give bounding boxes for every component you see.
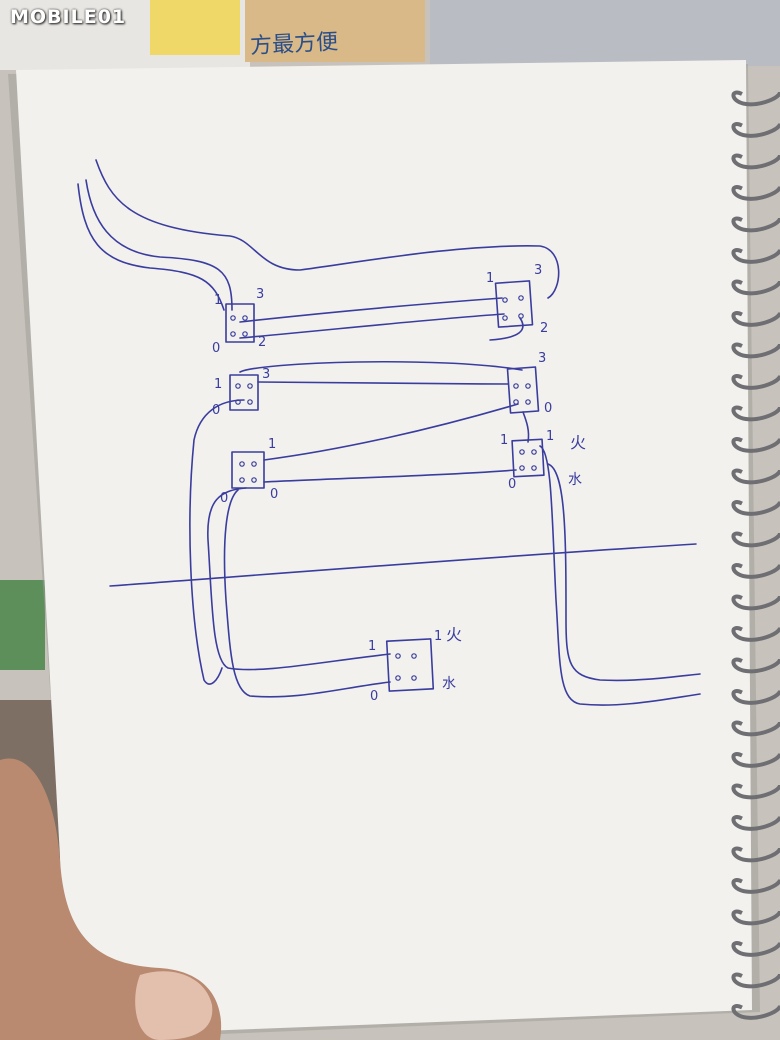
spiral-ring (731, 752, 780, 768)
hand (0, 758, 222, 1040)
spiral-ring (731, 248, 780, 264)
label-2-a: 2 (258, 335, 266, 350)
switch-box-2 (494, 280, 534, 328)
label-fire-b: 火 (446, 625, 462, 644)
box-printed-text: 方最方便 (249, 29, 339, 60)
spiral-ring (731, 437, 780, 453)
thumbnail (135, 971, 213, 1040)
spiral-ring (731, 468, 780, 485)
wire-row3-c (522, 411, 530, 443)
wire-link-c (489, 317, 524, 341)
wire-incoming-2 (77, 183, 225, 311)
wire-row2-top (239, 360, 523, 373)
spiral-ring (731, 1004, 780, 1020)
spiral-ring (731, 531, 780, 548)
label-3-a: 3 (256, 287, 264, 302)
switch-box-6 (511, 438, 545, 478)
label-1-a: 1 (214, 293, 222, 308)
spiral-ring (731, 563, 780, 579)
notebook-page (16, 60, 752, 1036)
spiral-ring (731, 405, 780, 422)
label-0-a: 0 (212, 341, 220, 356)
spiral-ring (731, 500, 780, 516)
label-1-e: 1 (268, 437, 276, 452)
divider-line (109, 543, 697, 587)
spiral-ring (731, 878, 780, 894)
label-2-b: 2 (540, 321, 548, 336)
label-3-b: 3 (534, 263, 542, 278)
label-0-h: 0 (370, 689, 378, 704)
yellow-object (150, 0, 240, 55)
spiral-ring (731, 311, 780, 327)
wire-row2-mid (257, 381, 509, 385)
spiral-ring (731, 342, 780, 359)
plastic-containers (430, 0, 780, 66)
spiral-ring (731, 941, 780, 957)
spiral-ring (731, 657, 780, 674)
spiral-ring (731, 815, 780, 831)
wire-row3-a (263, 403, 519, 461)
label-1-h: 1 (368, 639, 376, 654)
label-0-e: 0 (220, 491, 228, 506)
spiral-ring (731, 122, 780, 138)
switch-box-1 (225, 303, 255, 343)
wire-incoming-1 (85, 179, 233, 311)
label-0-d: 0 (544, 401, 552, 416)
label-1-c: 1 (214, 377, 222, 392)
spiral-ring (731, 594, 780, 611)
label-0-c: 0 (212, 403, 220, 418)
spiral-ring (731, 626, 780, 642)
label-0-f: 0 (270, 487, 278, 502)
spiral-binding (731, 90, 780, 1020)
wire-to-bottom-a (207, 487, 391, 671)
handwritten-labels: 1 3 0 2 1 3 2 1 3 0 3 0 1 0 0 1 1 0 火 水 … (212, 263, 586, 704)
spiral-ring (731, 689, 780, 705)
spiral-ring (731, 720, 780, 737)
spiral-ring (731, 783, 780, 800)
wire-right-b (547, 463, 701, 682)
spiral-ring (731, 153, 780, 170)
spiral-ring (731, 185, 780, 201)
wiring-diagram-drawing (77, 159, 701, 706)
wire-link-b (239, 313, 505, 339)
cardboard-box (245, 0, 425, 62)
spiral-ring (731, 909, 780, 926)
spiral-ring (731, 972, 780, 989)
green-shelf (0, 580, 45, 670)
label-1-f: 1 (500, 433, 508, 448)
wire-left-drop (189, 399, 245, 685)
switch-box-7 (385, 638, 435, 692)
spiral-ring (731, 90, 780, 107)
label-3-d: 3 (538, 351, 546, 366)
label-water-b: 水 (442, 676, 456, 692)
spiral-ring (731, 216, 780, 233)
spiral-ring (731, 846, 780, 863)
label-1-g: 1 (546, 429, 554, 444)
wire-row3-b (263, 469, 517, 483)
terminal-dots (230, 295, 537, 681)
label-1-b: 1 (486, 271, 494, 286)
switch-box-4 (506, 366, 540, 414)
wire-to-bottom-b (223, 489, 391, 698)
label-0-g: 0 (508, 477, 516, 492)
switch-box-3 (229, 374, 259, 411)
label-3-c: 3 (262, 367, 270, 382)
switch-box-5 (231, 451, 265, 489)
spiral-ring (731, 279, 780, 296)
wire-right-a (539, 445, 701, 706)
spiral-ring (731, 374, 780, 390)
label-1-i: 1 (434, 629, 442, 644)
wire-top-loop (95, 159, 560, 299)
watermark-logo: MOBILE01 (10, 6, 127, 28)
wire-link-a (239, 297, 503, 323)
label-fire-a: 火 (570, 433, 586, 452)
label-water-a: 水 (568, 472, 582, 488)
